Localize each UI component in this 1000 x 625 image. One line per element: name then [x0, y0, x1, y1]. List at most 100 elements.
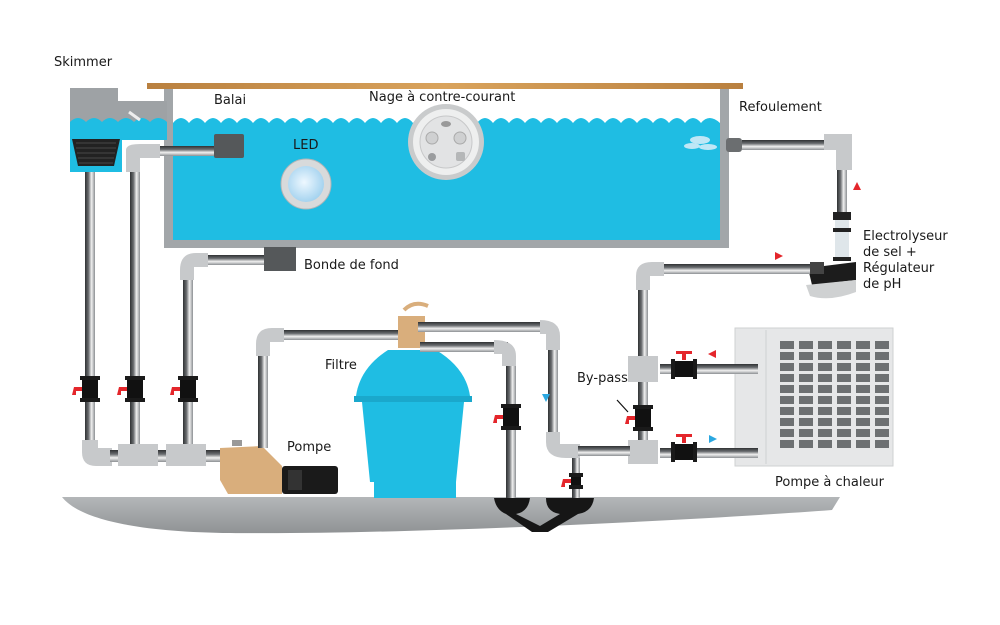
flow-arrow-left-hp [708, 350, 716, 358]
grille-slot [837, 374, 851, 382]
pool-deck [147, 83, 743, 89]
grille-slot [856, 440, 870, 448]
grille-slot [780, 363, 794, 371]
pipe-hp-in [660, 448, 758, 458]
label-refoulement: Refoulement [739, 100, 822, 115]
label-electrolyseur: Electrolyseur de sel + Régulateur de pH [863, 229, 953, 293]
grille-slot [856, 352, 870, 360]
grille-slot [780, 440, 794, 448]
label-pompe: Pompe [287, 440, 332, 455]
grille-slot [780, 352, 794, 360]
grille-slot [875, 341, 889, 349]
pool-wall-right [720, 89, 729, 247]
refoulement-outlet [684, 134, 852, 214]
grille-slot [875, 396, 889, 404]
grille-slot [780, 407, 794, 415]
grille-slot [818, 396, 832, 404]
grille-slot [875, 385, 889, 393]
pipe-filter-out-top [418, 322, 544, 332]
grille-slot [799, 363, 813, 371]
grille-slot [875, 429, 889, 437]
grille-slot [837, 407, 851, 415]
grille-slot [837, 396, 851, 404]
grille-slot [780, 341, 794, 349]
ball-valve [625, 405, 653, 431]
led-light [280, 158, 332, 210]
grille-slot [818, 385, 832, 393]
pipe-bonde-v [183, 280, 193, 444]
flow-arrow-down [542, 394, 550, 402]
pool-wall-bottom [164, 240, 729, 248]
grille-slot [818, 407, 832, 415]
pipe-pump-up [258, 352, 268, 448]
grille-slot [780, 429, 794, 437]
ball-valve [671, 351, 697, 379]
grille-slot [818, 429, 832, 437]
grille-slot [856, 341, 870, 349]
grille-slot [875, 374, 889, 382]
grille-slot [837, 440, 851, 448]
ball-valve [493, 404, 521, 430]
sand-filter [354, 301, 472, 498]
elbow-filter-return [540, 320, 560, 350]
balai-nozzle [160, 134, 244, 158]
label-filtre: Filtre [325, 358, 357, 373]
grille-slot [856, 418, 870, 426]
grille-slot [780, 374, 794, 382]
electrolyser [806, 212, 856, 299]
grille-slot [780, 418, 794, 426]
pool-pump [220, 440, 338, 494]
grille-slot [799, 374, 813, 382]
grille-slot [837, 363, 851, 371]
grille-slot [799, 352, 813, 360]
drain-junction [494, 498, 594, 532]
bonde-fitting [264, 247, 296, 271]
grille-slot [799, 341, 813, 349]
grille-slot [875, 407, 889, 415]
grille-slot [799, 440, 813, 448]
tee-hp-out [628, 356, 658, 382]
grille-slot [875, 440, 889, 448]
pipe-pump-filter [284, 330, 400, 340]
pipe-return-h [578, 446, 630, 456]
grille-slot [799, 407, 813, 415]
grille-slot [818, 363, 832, 371]
flow-arrow-right-electro [775, 252, 783, 260]
collector-tee-2 [166, 444, 206, 466]
pipe-filter-out-mid [420, 342, 508, 352]
collector-tee-1 [118, 444, 158, 466]
tee-hp-in [628, 440, 658, 464]
grille-slot [856, 396, 870, 404]
pipe-return-down [548, 350, 558, 436]
ball-valve [170, 376, 198, 402]
grille-slot [818, 440, 832, 448]
grille-slot [818, 352, 832, 360]
grille-slot [799, 418, 813, 426]
ball-valve [72, 376, 100, 402]
elbow-return-bottom [546, 432, 580, 458]
grille-slot [799, 385, 813, 393]
pipe-waste [506, 366, 516, 500]
flow-arrow-up [853, 182, 861, 190]
grille-slot [856, 407, 870, 415]
label-bypass: By-pass [577, 371, 628, 386]
ball-valve [117, 376, 145, 402]
collector-elbow [82, 440, 112, 466]
grille-slot [780, 396, 794, 404]
heat-pump-grille [780, 341, 889, 448]
grille-slot [837, 352, 851, 360]
elbow-pump [256, 328, 284, 356]
elbow-bonde [180, 253, 208, 280]
grille-slot [856, 363, 870, 371]
pipe-electro-in [660, 264, 810, 274]
ground-slab [62, 497, 840, 534]
pipe-bonde-h [206, 255, 266, 265]
pool-wall-left [164, 89, 173, 247]
label-electrolyseur-line: de sel + [863, 245, 917, 260]
grille-slot [875, 352, 889, 360]
grille-slot [837, 429, 851, 437]
skimmer [70, 88, 167, 172]
grille-slot [818, 341, 832, 349]
pipe-hp-out [660, 364, 758, 374]
